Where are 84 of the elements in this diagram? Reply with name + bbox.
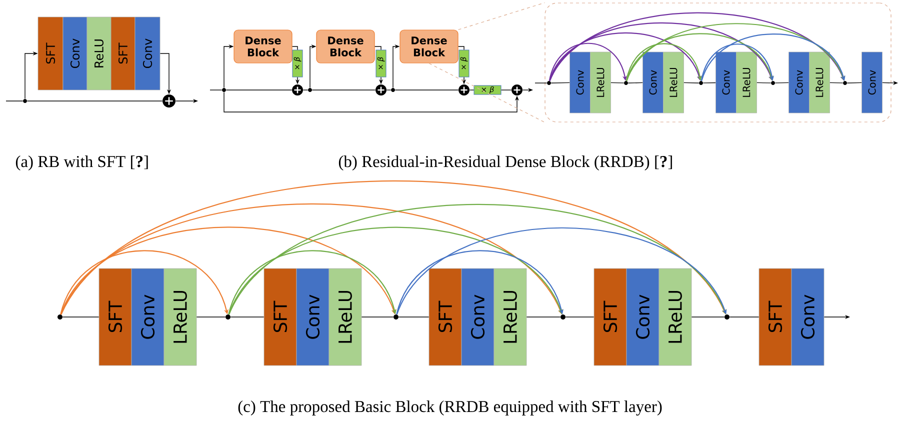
connector-line <box>361 316 394 318</box>
layer-block: LReLU <box>590 52 611 114</box>
dense-block: Dense Block <box>234 30 292 64</box>
connector-line <box>230 316 264 318</box>
layer-block: SFT <box>38 16 64 90</box>
connector-line <box>458 46 464 50</box>
connector-line <box>729 316 760 318</box>
skip-arrow <box>396 250 564 315</box>
connector-line <box>550 82 570 84</box>
skip-arrow <box>548 42 627 81</box>
connector-line <box>62 316 100 318</box>
connector-line <box>756 82 772 84</box>
skip-arrow <box>626 33 774 82</box>
layer-block: Conv <box>626 268 660 366</box>
dense-block: Dense Block <box>316 30 375 64</box>
skip-arrow <box>549 32 702 82</box>
layer-block: SFT <box>428 268 462 366</box>
skip-arrow <box>626 43 702 81</box>
layer-block: LReLU <box>736 52 757 114</box>
sum-node <box>512 84 522 96</box>
connector-line <box>774 82 789 84</box>
connector-line <box>26 100 163 102</box>
layer-block: LReLU <box>494 268 527 366</box>
zoom-line <box>428 62 546 123</box>
skip-arrow <box>60 226 396 315</box>
skip-arrow <box>700 44 774 81</box>
caption: (a) RB with SFT [?] <box>16 156 148 170</box>
layer-block: Conv <box>862 52 882 114</box>
skip-arrow <box>228 226 563 315</box>
connector-line <box>628 82 643 84</box>
zoom-inset-frame <box>544 2 892 122</box>
layer-block: Conv <box>134 16 160 90</box>
skip-arrow <box>228 204 726 315</box>
layer-block: Conv <box>62 16 88 90</box>
connector-line <box>526 316 561 318</box>
caption: (c) The proposed Basic Block (RRDB equipped with SFT layer) <box>238 400 662 416</box>
layer-block: ReLU <box>86 16 112 90</box>
skip-arrow <box>626 23 845 82</box>
skip-arrow <box>549 12 845 82</box>
dense-block: Dense Block <box>400 30 458 64</box>
skip-arrow <box>549 22 773 82</box>
skip-arrow <box>701 33 846 82</box>
skip-arrow <box>228 250 396 315</box>
layer-block: Conv <box>461 268 494 366</box>
layer-block: SFT <box>110 16 136 90</box>
connector-line <box>292 46 298 50</box>
zoom-line <box>458 2 546 30</box>
layer-block: LReLU <box>658 268 692 366</box>
layer-block: Conv <box>570 52 590 114</box>
skip-arrow <box>396 227 727 315</box>
layer-block: SFT <box>264 268 297 366</box>
sum-node <box>292 84 303 96</box>
layer-block: SFT <box>594 268 627 366</box>
caption: (b) Residual-in-Residual Dense Block (RRDB) [?] <box>338 156 672 170</box>
connector-line <box>398 316 430 318</box>
connector-line <box>830 82 844 84</box>
connector-line <box>691 316 725 318</box>
layer-block: LReLU <box>663 52 684 114</box>
skip-arrow <box>60 250 228 315</box>
sum-node <box>458 84 470 96</box>
skip-arrow <box>60 180 726 315</box>
connector-line <box>534 82 548 84</box>
skip-arrow <box>60 203 562 315</box>
layer-block: Conv <box>716 52 736 114</box>
connector-line <box>374 46 382 50</box>
layer-block: LReLU <box>809 52 830 114</box>
connector-line <box>196 316 226 318</box>
layer-block: LReLU <box>164 268 197 366</box>
layer-block: SFT <box>758 268 792 366</box>
layer-block: Conv <box>642 52 664 114</box>
connector-line <box>702 82 716 84</box>
layer-block: LReLU <box>328 268 362 366</box>
sum-node <box>162 94 176 108</box>
connector-line <box>846 82 862 84</box>
layer-block: SFT <box>98 268 132 366</box>
layer-block: Conv <box>788 52 810 114</box>
layer-block: Conv <box>791 268 824 366</box>
layer-block: Conv <box>131 268 164 366</box>
connector-line <box>6 100 24 102</box>
connector-line <box>684 82 700 84</box>
layer-block: Conv <box>296 268 330 366</box>
connector-line <box>610 82 624 84</box>
connector-line <box>565 316 594 318</box>
sum-node <box>376 84 386 96</box>
